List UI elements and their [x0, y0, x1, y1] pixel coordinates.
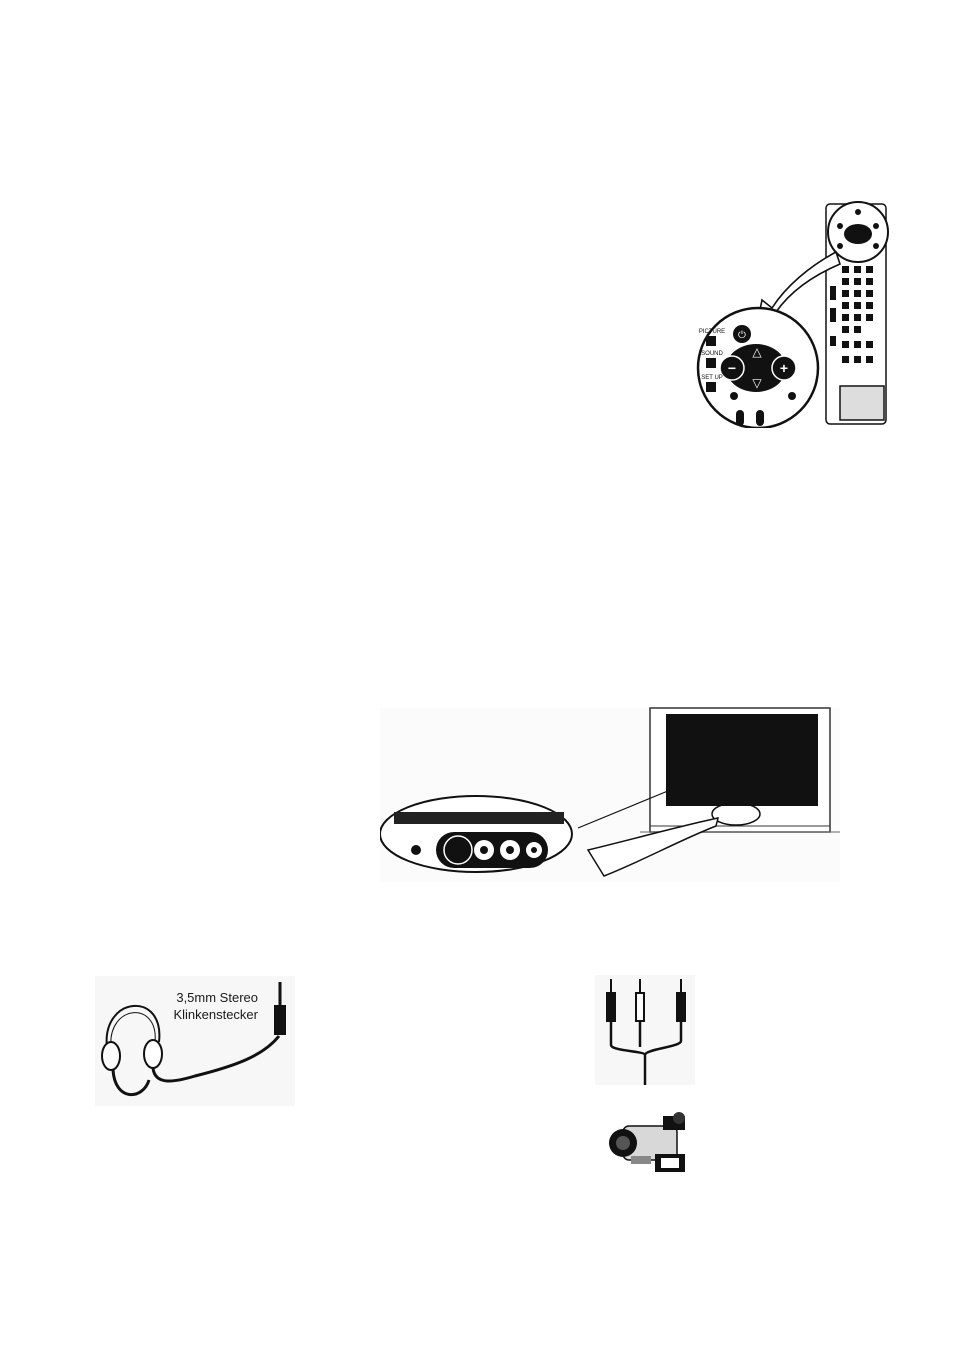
setup-label: SET UP [701, 375, 723, 381]
down-button-label: ▽ [752, 376, 762, 390]
plus-button-label: + [780, 360, 788, 376]
rca-cable-icon [595, 975, 695, 1085]
jack-caption-line2: Klinkenstecker [162, 1006, 258, 1023]
up-button-label: △ [752, 345, 762, 359]
camcorder-icon [605, 1108, 695, 1176]
tv-set [640, 708, 840, 832]
remote-control-icon: ⏻ − + △ ▽ PICTURE SOUND SET UP [690, 196, 900, 428]
jack-caption-line1: 3,5mm Stereo [162, 989, 258, 1006]
camcorder-drawing [609, 1112, 685, 1172]
television-icon [380, 700, 840, 882]
picture-label: PICTURE [699, 329, 725, 335]
sound-label: SOUND [701, 351, 723, 357]
minus-button-label: − [728, 360, 736, 376]
svg-text:⏻: ⏻ [738, 330, 746, 341]
